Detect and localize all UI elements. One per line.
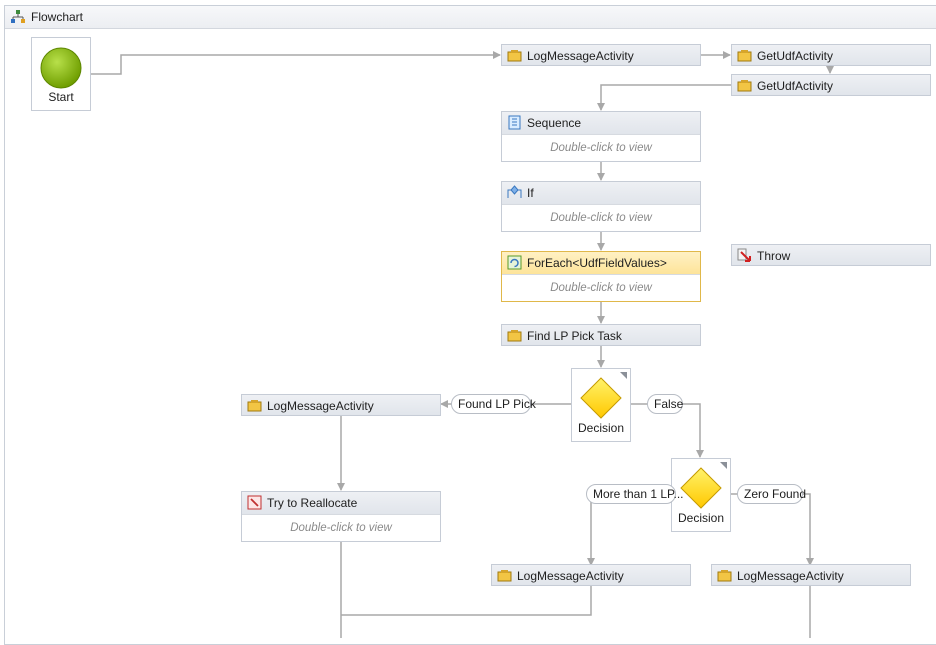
decision-1-true-label[interactable]: Found LP Pick	[451, 394, 536, 414]
expand-hint: Double-click to view	[242, 514, 440, 541]
get-udf-icon	[737, 50, 752, 62]
activity-find-lp-pick-task[interactable]: Find LP Pick Task	[501, 324, 701, 346]
sequence-icon	[508, 115, 521, 130]
decision-label: Decision	[577, 421, 625, 435]
start-node[interactable]: Start	[31, 37, 91, 111]
activity-log-message-more[interactable]: LogMessageActivity	[491, 564, 691, 586]
designer-header: Flowchart	[5, 6, 936, 29]
expand-hint: Double-click to view	[502, 274, 700, 301]
activity-foreach[interactable]: ForEach<UdfFieldValues> Double-click to …	[501, 251, 701, 302]
expand-hint: Double-click to view	[502, 204, 700, 231]
decision-diamond-icon	[680, 467, 722, 509]
decision-corner-icon	[620, 372, 627, 379]
start-circle-icon	[40, 47, 82, 89]
try-catch-icon	[247, 495, 262, 510]
if-icon	[507, 185, 522, 198]
foreach-icon	[507, 255, 522, 270]
log-message-icon	[507, 50, 522, 62]
flowchart-icon	[11, 10, 25, 23]
activity-get-udf-1[interactable]: GetUdfActivity	[731, 44, 931, 66]
activity-log-message-zero[interactable]: LogMessageActivity	[711, 564, 911, 586]
throw-icon	[737, 248, 751, 262]
decision-diamond-icon	[580, 377, 622, 419]
decision-label: Decision	[677, 511, 725, 525]
activity-sequence[interactable]: Sequence Double-click to view	[501, 111, 701, 162]
log-message-icon	[717, 570, 732, 582]
get-udf-icon	[737, 80, 752, 92]
activity-try-to-reallocate[interactable]: Try to Reallocate Double-click to view	[241, 491, 441, 542]
activity-log-message-1[interactable]: LogMessageActivity	[501, 44, 701, 66]
flowchart-designer: Flowchart	[4, 5, 936, 645]
expand-hint: Double-click to view	[502, 134, 700, 161]
decision-node-2[interactable]: Decision	[671, 458, 731, 532]
start-label: Start	[48, 90, 74, 104]
activity-throw[interactable]: Throw	[731, 244, 931, 266]
decision-2-false-label[interactable]: Zero Found	[737, 484, 806, 504]
decision-corner-icon	[720, 462, 727, 469]
decision-2-true-label[interactable]: More than 1 LP...	[586, 484, 684, 504]
designer-title: Flowchart	[31, 10, 84, 24]
activity-get-udf-2[interactable]: GetUdfActivity	[731, 74, 931, 96]
decision-node-1[interactable]: Decision	[571, 368, 631, 442]
activity-if[interactable]: If Double-click to view	[501, 181, 701, 232]
activity-icon	[507, 330, 522, 342]
decision-1-false-label[interactable]: False	[647, 394, 683, 414]
log-message-icon	[497, 570, 512, 582]
log-message-icon	[247, 400, 262, 412]
activity-log-message-found[interactable]: LogMessageActivity	[241, 394, 441, 416]
